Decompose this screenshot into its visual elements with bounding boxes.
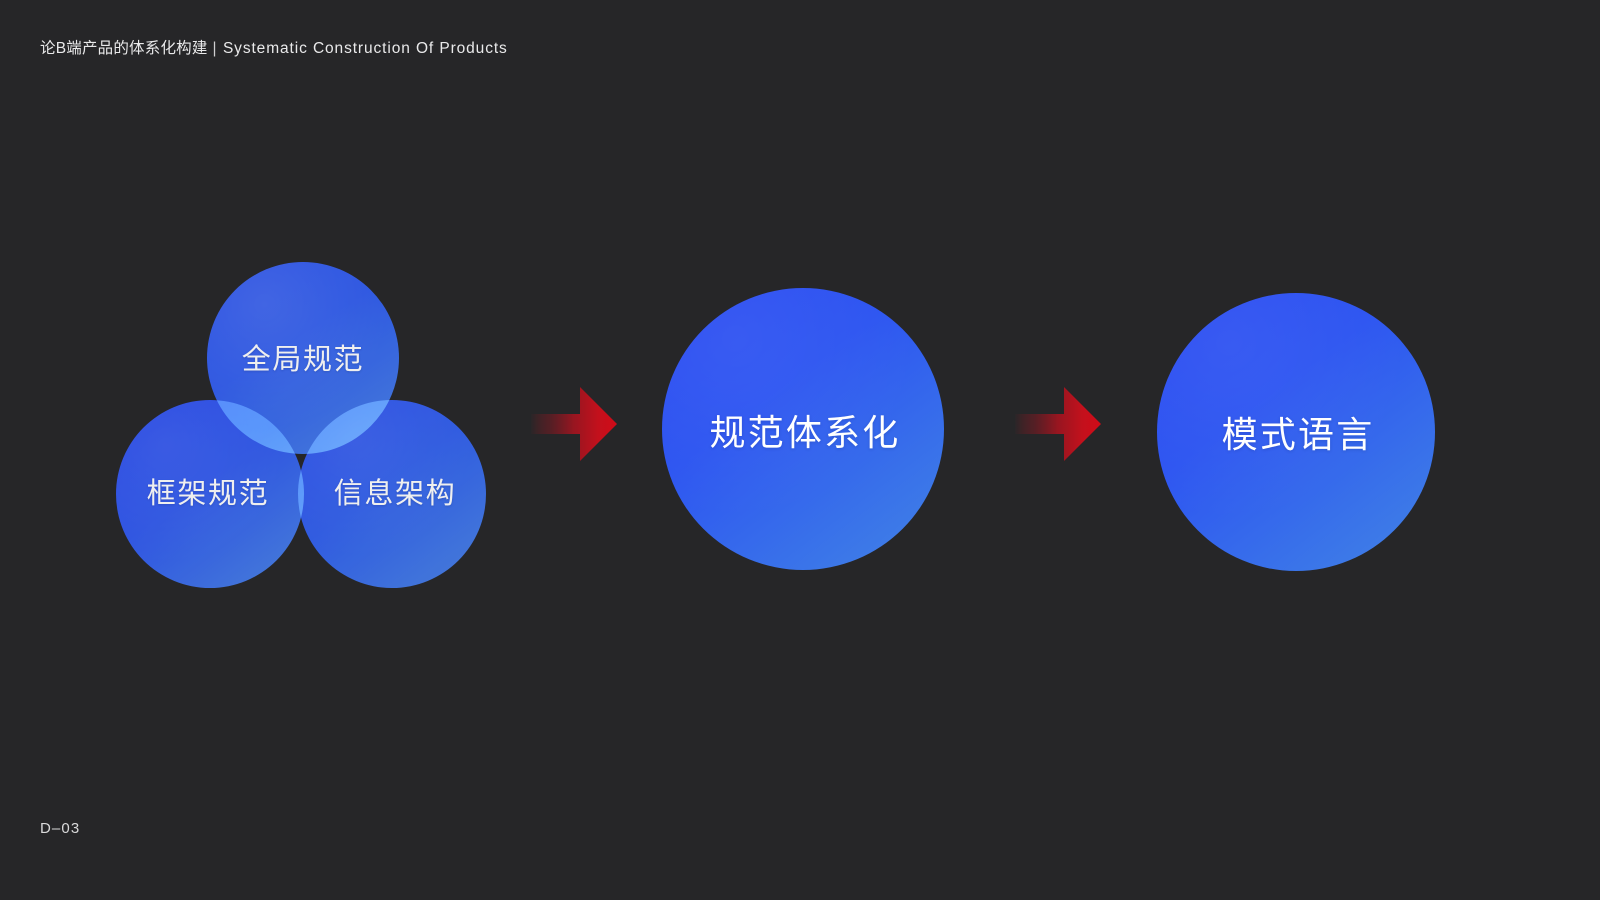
arrow-right-icon — [531, 387, 617, 461]
venn-diagram: 全局规范 框架规范 信息架构 — [116, 262, 486, 594]
arrow-right-icon — [1015, 387, 1101, 461]
slide-header: 论B端产品的体系化构建| Systematic Construction Of P… — [40, 38, 508, 60]
venn-label-global-spec: 全局规范 — [241, 344, 365, 376]
stage-label-standard-system: 规范体系化 — [709, 412, 901, 453]
flow-arrow-1 — [528, 383, 620, 465]
flow-arrow-2 — [1012, 383, 1104, 465]
slide-page-number: D–03 — [40, 820, 81, 837]
stage-circle-pattern-language[interactable]: 模式语言 — [1157, 293, 1435, 571]
header-title-en: Systematic Construction Of Products — [222, 40, 508, 57]
venn-circle-information-arch[interactable]: 信息架构 — [298, 400, 486, 588]
venn-circle-framework-spec[interactable]: 框架规范 — [116, 400, 304, 588]
header-title-cn: 论B端产品的体系化构建 — [40, 40, 208, 57]
venn-label-information-arch: 信息架构 — [333, 478, 457, 510]
stage-circle-standard-system[interactable]: 规范体系化 — [662, 288, 944, 570]
stage-label-pattern-language: 模式语言 — [1221, 414, 1375, 455]
header-separator: | — [212, 40, 217, 57]
venn-label-framework-spec: 框架规范 — [146, 478, 270, 510]
